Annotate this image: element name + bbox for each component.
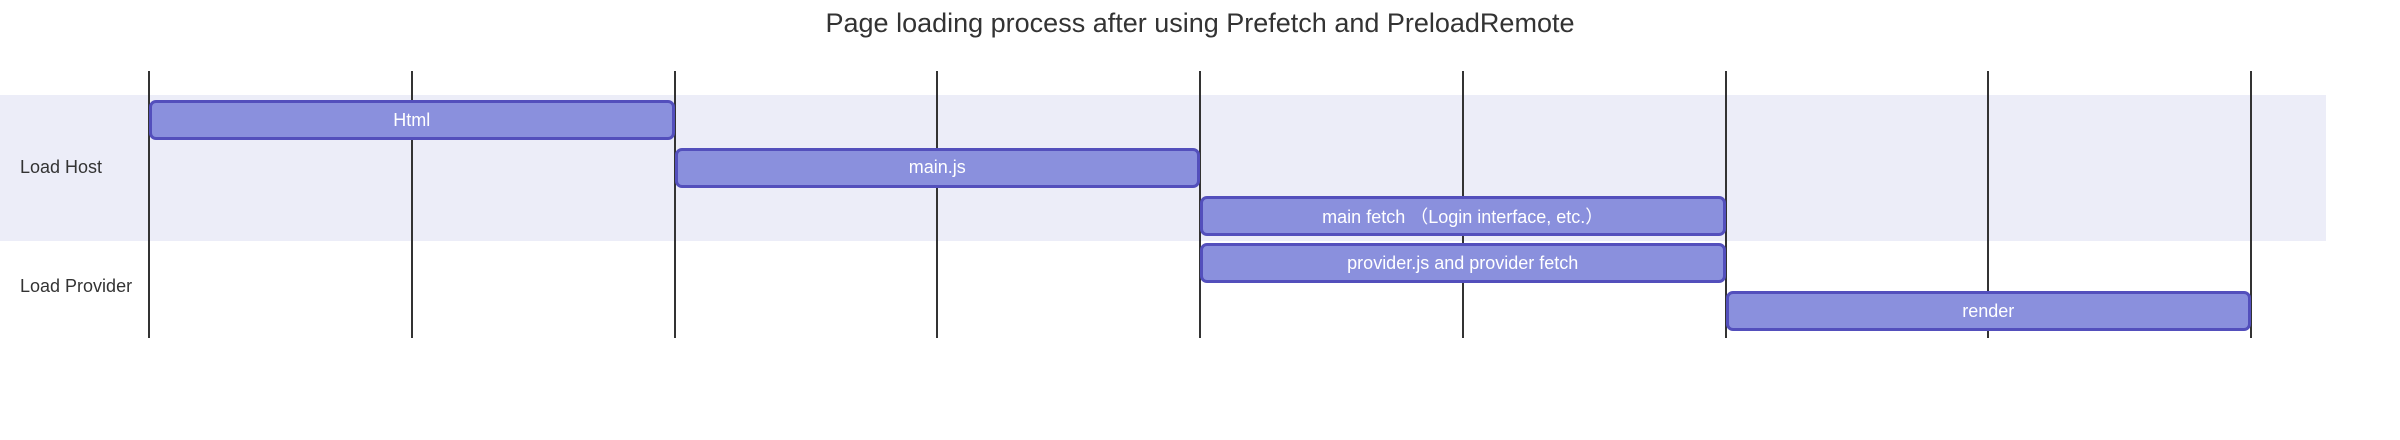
grid-line: [148, 71, 150, 338]
grid-line: [936, 71, 939, 338]
task-bar: render: [1725, 291, 2251, 331]
task-bar: provider.js and provider fetch: [1200, 243, 1726, 284]
grid-line: [1724, 71, 1727, 338]
task-bar-label: main fetch （Login interface, etc.）: [1322, 206, 1604, 227]
grid-line: [2250, 71, 2252, 338]
grid-line: [673, 71, 676, 338]
section-label: Load Provider: [20, 276, 133, 296]
task-bar: main fetch （Login interface, etc.）: [1200, 195, 1726, 236]
chart-title: Page loading process after using Prefetc…: [825, 8, 1575, 38]
grid-line: [410, 71, 413, 338]
grid-line: [1987, 71, 1990, 338]
task-bar: main.js: [674, 147, 1200, 188]
task-bar-label: Html: [393, 109, 431, 130]
task-bar-label: main.js: [908, 157, 966, 178]
section-label: Load Host: [20, 157, 103, 177]
task-bar-label: render: [1962, 300, 2015, 321]
task-bar: Html: [149, 100, 675, 140]
task-bar-label: provider.js and provider fetch: [1347, 252, 1579, 273]
